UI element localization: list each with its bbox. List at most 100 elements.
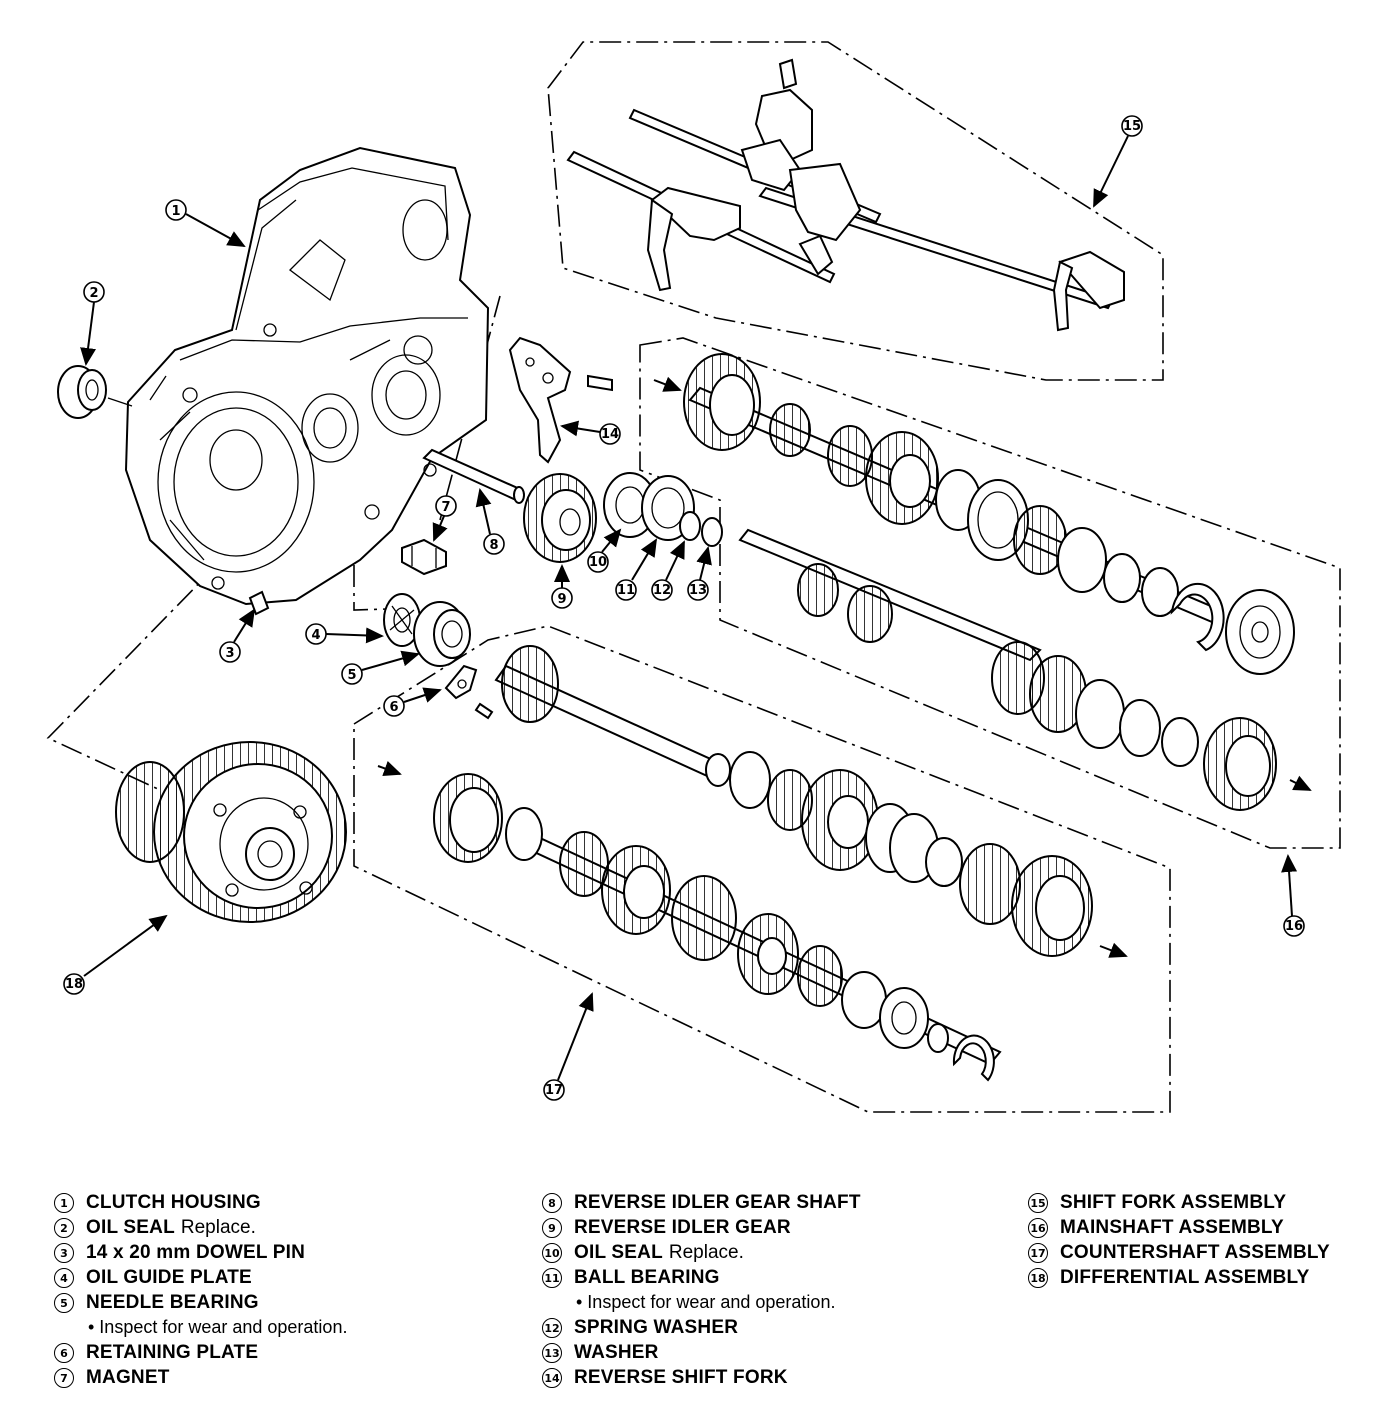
legend-number: 14: [542, 1368, 562, 1388]
legend-part-name: MAGNET: [86, 1367, 170, 1388]
svg-text:8: 8: [489, 538, 498, 553]
legend-part-name: REVERSE IDLER GEAR: [574, 1217, 791, 1238]
legend-part-name: OIL SEAL: [574, 1242, 663, 1263]
svg-text:14: 14: [601, 427, 619, 442]
exploded-transmission-diagram: 1 2 3 4 5 6 7 8 9 10 11 12 13 14 15 16 1…: [46, 41, 1341, 1113]
callout-12: 12: [651, 540, 685, 601]
legend-instruction: Replace.: [180, 1217, 256, 1238]
legend-number: 6: [54, 1343, 74, 1363]
legend-item: 7 MAGNET: [52, 1365, 347, 1390]
countershaft-assembly: [377, 645, 1128, 1082]
shift-fork-group-outline: [547, 41, 1164, 381]
svg-text:3: 3: [225, 646, 234, 661]
callout-11: 11: [615, 538, 658, 601]
svg-text:12: 12: [653, 583, 671, 598]
callout-16: 16: [1281, 854, 1305, 937]
legend-item: 1 CLUTCH HOUSING: [52, 1190, 347, 1215]
svg-text:13: 13: [689, 583, 707, 598]
callout-17: 17: [543, 992, 594, 1101]
legend-number: 9: [542, 1218, 562, 1238]
legend-number: 10: [542, 1243, 562, 1263]
callout-6: 6: [383, 687, 442, 717]
callout-2: 2: [80, 281, 105, 366]
reverse-idler-gear: [523, 473, 597, 563]
callout-3: 3: [219, 608, 256, 663]
svg-text:1: 1: [171, 204, 180, 219]
callout-18: 18: [63, 914, 168, 995]
legend-item: 18 DIFFERENTIAL ASSEMBLY: [1026, 1265, 1330, 1290]
legend-part-name: CLUTCH HOUSING: [86, 1192, 261, 1213]
legend-note: • Inspect for wear and operation.: [576, 1292, 836, 1312]
legend-item: 9 REVERSE IDLER GEAR: [540, 1215, 861, 1240]
svg-text:4: 4: [311, 628, 320, 643]
legend-part-name: 14 x 20 mm DOWEL PIN: [86, 1242, 306, 1263]
legend-number: 8: [542, 1193, 562, 1213]
svg-text:18: 18: [65, 977, 83, 992]
legend-part-name: OIL SEAL: [86, 1217, 175, 1238]
legend-part-name: DIFFERENTIAL ASSEMBLY: [1060, 1267, 1310, 1288]
needle-bearing: [413, 601, 471, 667]
legend-item: 4 OIL GUIDE PLATE: [52, 1265, 347, 1290]
legend-item: 8 REVERSE IDLER GEAR SHAFT: [540, 1190, 861, 1215]
legend-part-name: COUNTERSHAFT ASSEMBLY: [1060, 1242, 1330, 1263]
countershaft-group-outline: [353, 625, 1171, 1113]
legend-part-name: NEEDLE BEARING: [86, 1292, 259, 1313]
callout-7: 7: [432, 495, 457, 542]
legend-number: 3: [54, 1243, 74, 1263]
legend-number: 17: [1028, 1243, 1048, 1263]
svg-text:6: 6: [389, 700, 398, 715]
legend-part-name: WASHER: [574, 1342, 659, 1363]
legend-number: 7: [54, 1368, 74, 1388]
shift-fork-assembly: [566, 58, 1125, 332]
legend-item: 5 NEEDLE BEARING: [52, 1290, 347, 1315]
legend-note: • Inspect for wear and operation.: [88, 1317, 348, 1337]
svg-text:11: 11: [617, 583, 635, 598]
legend-part-name: OIL GUIDE PLATE: [86, 1267, 252, 1288]
svg-text:16: 16: [1285, 919, 1303, 934]
callouts: 1 2 3 4 5 6 7 8 9 10 11 12 13 14 15 16 1…: [63, 115, 1305, 1101]
svg-text:5: 5: [347, 668, 356, 683]
legend-part-name: SHIFT FORK ASSEMBLY: [1060, 1192, 1287, 1213]
magnet: [401, 538, 447, 576]
legend-part-name: SPRING WASHER: [574, 1317, 739, 1338]
legend-instruction: Replace.: [668, 1242, 744, 1263]
callout-4: 4: [305, 623, 384, 645]
legend-number: 5: [54, 1293, 74, 1313]
legend-number: 13: [542, 1343, 562, 1363]
mainshaft-assembly: [653, 353, 1312, 811]
legend-number: 4: [54, 1268, 74, 1288]
legend-part-name: MAINSHAFT ASSEMBLY: [1060, 1217, 1284, 1238]
svg-text:10: 10: [589, 555, 607, 570]
legend-item: 16 MAINSHAFT ASSEMBLY: [1026, 1215, 1330, 1240]
reverse-shift-fork: [508, 336, 613, 464]
callout-1: 1: [165, 199, 246, 247]
svg-text:7: 7: [441, 500, 450, 515]
legend-number: 1: [54, 1193, 74, 1213]
callout-8: 8: [475, 488, 505, 555]
svg-text:17: 17: [545, 1083, 563, 1098]
reverse-idler-shaft: [422, 448, 525, 504]
legend-part-name: REVERSE SHIFT FORK: [574, 1367, 788, 1388]
callout-5: 5: [341, 650, 420, 685]
callout-9: 9: [551, 564, 573, 609]
svg-text:15: 15: [1123, 119, 1141, 134]
callout-10: 10: [587, 528, 622, 573]
legend-number: 16: [1028, 1218, 1048, 1238]
legend-item: 14 REVERSE SHIFT FORK: [540, 1365, 861, 1390]
svg-text:2: 2: [89, 286, 98, 301]
legend-part-name: REVERSE IDLER GEAR SHAFT: [574, 1192, 861, 1213]
legend-number: 18: [1028, 1268, 1048, 1288]
callout-15: 15: [1093, 115, 1143, 208]
legend-item: 13 WASHER: [540, 1340, 861, 1365]
legend-item: 3 14 x 20 mm DOWEL PIN: [52, 1240, 347, 1265]
svg-text:9: 9: [557, 592, 566, 607]
differential-assembly: [115, 741, 347, 923]
legend-column-2: 8 REVERSE IDLER GEAR SHAFT 9 REVERSE IDLER …: [540, 1190, 861, 1390]
